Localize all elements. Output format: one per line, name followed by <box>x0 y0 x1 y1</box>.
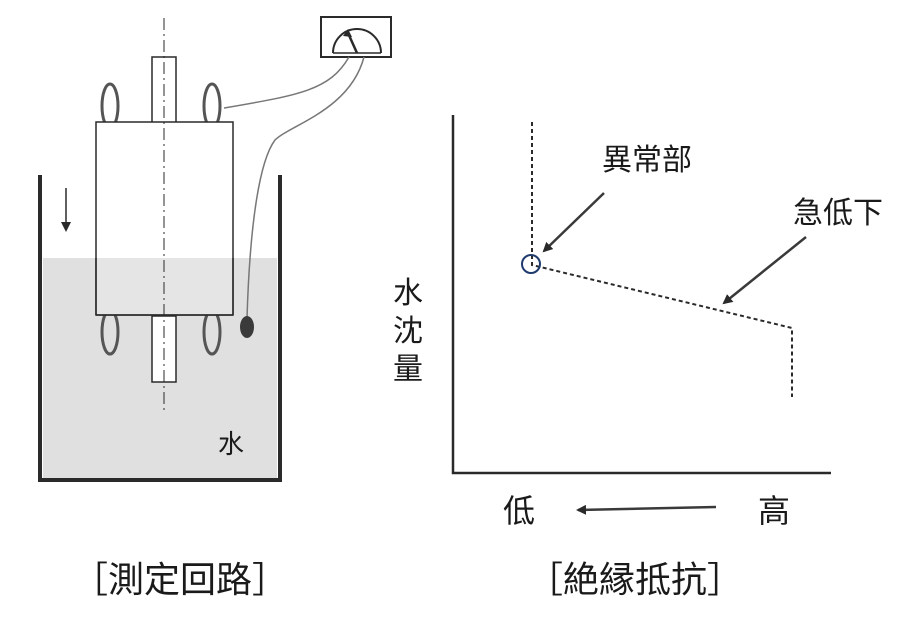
y-axis-label-char-2: 沈 <box>393 314 423 349</box>
water-electrode <box>240 316 254 338</box>
water-label: 水 <box>218 430 244 460</box>
insulation-resistance-caption: ［絶縁抵抗］ <box>527 560 743 601</box>
meter-icon <box>320 16 392 58</box>
drop-arrow <box>722 236 807 305</box>
y-axis-label-char-3: 量 <box>393 352 423 387</box>
lead-wire-probe <box>246 56 365 319</box>
graph-axes <box>451 115 831 475</box>
x-axis-direction-arrow <box>576 504 717 515</box>
drop-label: 急低下 <box>793 196 883 231</box>
x-axis-low-label: 低 <box>503 492 535 530</box>
insulation-resistance-graph: 異常部 急低下 水 沈 量 低 高 ［絶縁抵抗］ <box>393 115 883 601</box>
x-axis-high-label: 高 <box>758 492 790 530</box>
anomaly-arrow <box>542 192 605 253</box>
lead-wire-coil <box>223 56 350 109</box>
measurement-circuit: 水 ［測定回路］ <box>38 16 392 601</box>
anomaly-label: 異常部 <box>602 143 692 178</box>
water-intrusion-curve <box>531 122 793 397</box>
anomaly-marker <box>521 254 541 274</box>
measurement-circuit-caption: ［測定回路］ <box>72 560 288 601</box>
y-axis-label-char-1: 水 <box>393 276 423 311</box>
water-tank <box>38 175 282 482</box>
